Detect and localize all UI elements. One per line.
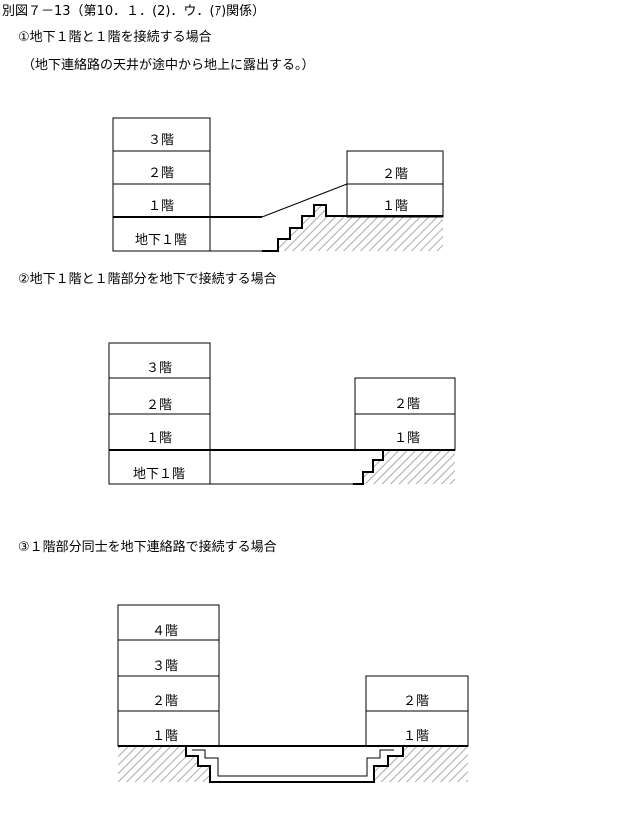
diagram-3-passage-outline xyxy=(185,746,404,783)
d2-right-floor-1: １階 xyxy=(394,431,420,446)
d2-left-floor-2: ２階 xyxy=(146,398,172,413)
d2-left-floor-b1: 地下１階 xyxy=(133,467,185,482)
section3-heading: ③１階部分同士を地下連絡路で接続する場合 xyxy=(18,540,277,555)
d2-left-floor-3: ３階 xyxy=(146,361,172,376)
section1-note: （地下連絡路の天井が途中から地上に露出する。） xyxy=(22,58,315,73)
diagram-1-stairs xyxy=(262,204,347,252)
section1-heading: ①地下１階と１階を接続する場合 xyxy=(18,30,212,45)
diagram-3-ground-hatch-left xyxy=(118,746,210,782)
d1-right-floor-1: １階 xyxy=(382,199,408,214)
diagram-2-stairs xyxy=(353,449,403,485)
d1-left-floor-1: １階 xyxy=(148,199,174,214)
diagram-3-ground-hatch-right xyxy=(374,746,468,782)
diagram-1-exposed-ceiling xyxy=(261,183,348,218)
figure-title: 別図７－13（第10．１．(2)．ウ．(ｱ)関係） xyxy=(2,4,266,19)
d3-right-floor-1: １階 xyxy=(403,729,429,744)
diagram-1-right-building xyxy=(346,150,444,218)
d3-left-floor-3: ３階 xyxy=(152,659,178,674)
diagram-2-ground-hatch xyxy=(363,450,455,484)
d1-right-floor-2: ２階 xyxy=(382,167,408,182)
d3-left-floor-1: １階 xyxy=(152,729,178,744)
diagram-1-left-building xyxy=(112,117,211,252)
d1-left-floor-3: ３階 xyxy=(148,133,174,148)
section2-heading: ②地下１階と１階部分を地下で接続する場合 xyxy=(18,272,277,287)
diagram-1: ３階 ２階 １階 地下１階 ２階 １階 xyxy=(112,117,444,252)
diagram-2-left-building xyxy=(108,342,211,485)
d2-right-floor-2: ２階 xyxy=(394,397,420,412)
d3-left-floor-2: ２階 xyxy=(152,694,178,709)
diagram-3-passage-inner xyxy=(192,749,394,777)
diagram-3: ４階 ３階 ２階 １階 ２階 １階 xyxy=(117,604,469,783)
d1-left-floor-b1: 地下１階 xyxy=(135,233,187,248)
diagram-2-right-building xyxy=(354,377,456,451)
d2-left-floor-1: １階 xyxy=(146,431,172,446)
d3-right-floor-2: ２階 xyxy=(403,694,429,709)
d1-left-floor-2: ２階 xyxy=(148,166,174,181)
diagram-2: ３階 ２階 １階 地下１階 ２階 １階 xyxy=(108,342,456,485)
d3-left-floor-4: ４階 xyxy=(152,624,178,639)
